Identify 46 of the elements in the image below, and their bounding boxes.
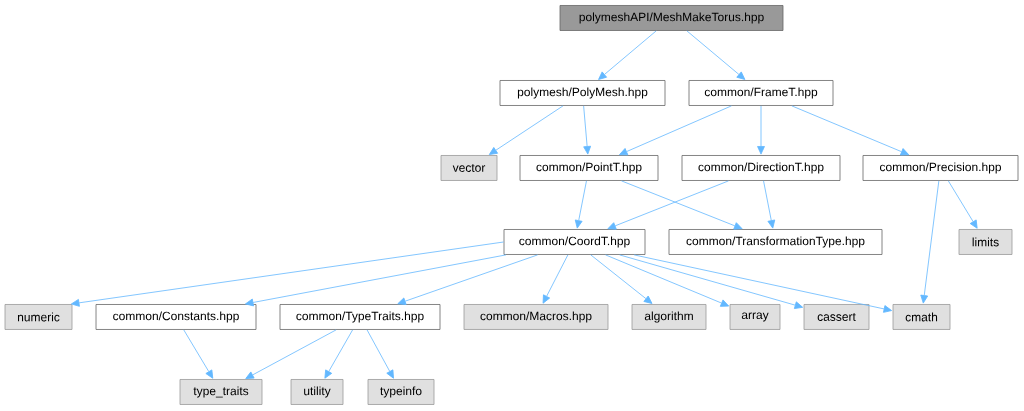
arrow (947, 180, 978, 229)
arrow (598, 30, 657, 80)
file-box: vector (440, 155, 498, 181)
arrow (621, 180, 743, 230)
file-box: common/Precision.hpp (862, 155, 1019, 181)
file-box: cmath (892, 304, 951, 330)
arrow (757, 105, 765, 155)
arrow (633, 254, 893, 313)
arrow (619, 254, 804, 309)
arrow (763, 180, 776, 229)
arrow (605, 254, 730, 307)
file-box: common/TypeTraits.hpp (279, 304, 441, 330)
file-box: polymesh/PolyMesh.hpp (499, 80, 666, 106)
arrow (619, 105, 732, 156)
file-box: utility (290, 379, 344, 405)
arrow (183, 329, 214, 379)
file-box: limits (958, 229, 1013, 255)
file-box: algorithm (631, 304, 707, 330)
file-box: array (729, 304, 781, 330)
arrow (71, 241, 504, 307)
arrow (366, 329, 394, 379)
file-box: common/CoordT.hpp (503, 229, 646, 255)
arrow (542, 254, 569, 304)
file-box: common/TransformationType.hpp (668, 229, 883, 255)
arrow (583, 105, 591, 155)
file-box: cassert (803, 304, 870, 330)
arrow (920, 180, 940, 304)
file-box: typeinfo (367, 379, 435, 405)
file-box: common/PointT.hpp (519, 155, 659, 181)
file-box: polymeshAPI/MeshMakeTorus.hpp (559, 5, 784, 31)
arrow (245, 254, 507, 307)
arrow (791, 105, 910, 156)
arrow (324, 329, 353, 379)
file-box: common/Constants.hpp (95, 304, 257, 330)
file-box: common/DirectionT.hpp (681, 155, 841, 181)
file-box: numeric (4, 304, 73, 330)
file-box: type_traits (179, 379, 263, 405)
arrow (607, 180, 729, 230)
arrow (245, 329, 337, 379)
arrow (590, 254, 653, 304)
arrow (488, 105, 564, 155)
arrow (686, 30, 746, 80)
arrow (574, 180, 587, 229)
file-box: common/FrameT.hpp (688, 80, 834, 106)
file-box: common/Macros.hpp (463, 304, 609, 330)
arrow (397, 254, 538, 305)
